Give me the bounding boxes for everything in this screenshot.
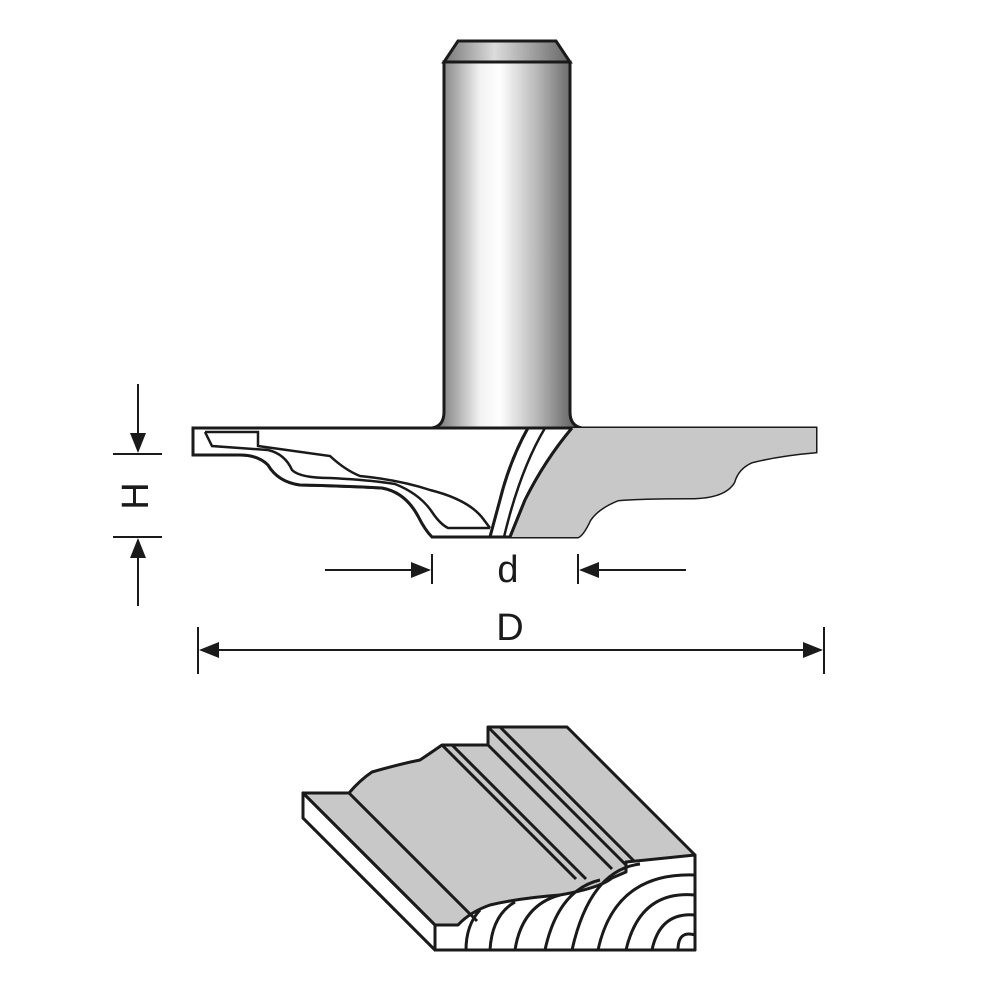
shank-chamfer	[441, 39, 573, 64]
face-outline	[508, 427, 574, 538]
cutter-head	[191, 426, 818, 539]
insert-top-step	[205, 430, 491, 529]
face-bevel-line	[502, 427, 547, 538]
shank	[431, 39, 583, 430]
insert-inner-edge	[203, 431, 490, 530]
cutter-diameter-label: D	[496, 607, 523, 649]
face-shadow	[510, 428, 816, 537]
shank-body	[431, 60, 583, 430]
carbide-insert	[191, 426, 531, 539]
shank-diameter-label: d	[497, 549, 518, 591]
dimension-height: H	[113, 384, 162, 606]
workpiece-profile	[301, 725, 697, 952]
dimension-cutter-diameter: D	[197, 607, 825, 674]
height-label: H	[115, 482, 157, 509]
wood-grain	[464, 862, 696, 951]
dimension-shank-diameter: d	[325, 549, 686, 591]
